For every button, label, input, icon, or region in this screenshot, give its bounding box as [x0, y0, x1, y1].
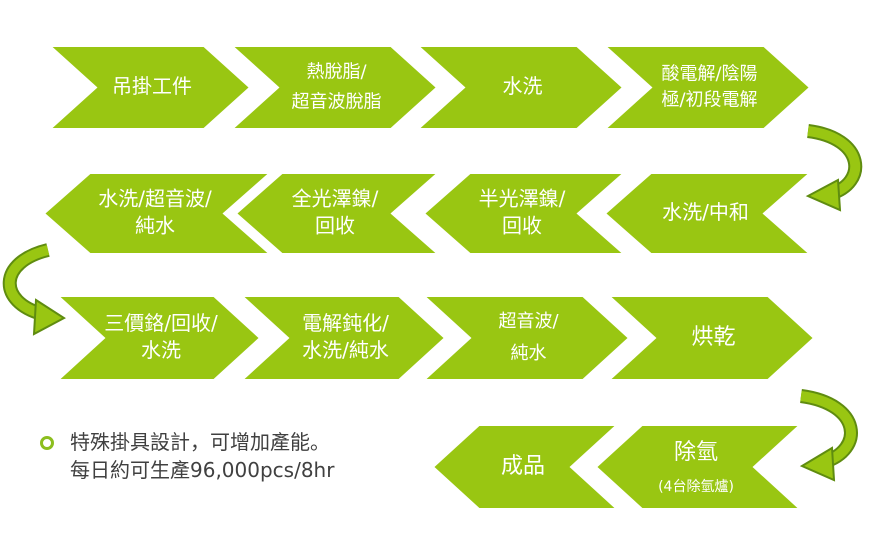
step-label-line: 超音波脫脂 — [292, 92, 382, 113]
step-label-line: 成品 — [501, 454, 545, 479]
chevron-arrow — [415, 45, 625, 130]
capacity-note-text: 特殊掛具設計，可增加產能。 每日約可生產96,000pcs/8hr — [70, 428, 334, 484]
step-label-line: 半光澤鎳/ — [479, 187, 566, 211]
step-label-line: 水洗 — [503, 74, 543, 98]
chevron-arrow — [229, 45, 439, 130]
process-step-8: 水洗/超音波/純水 — [42, 172, 273, 255]
chevron-arrow — [602, 45, 812, 130]
connector-arrow-left — [2, 243, 66, 336]
process-step-1: 吊掛工件 — [47, 45, 252, 130]
chevron-arrow — [234, 172, 441, 255]
step-label-line: 水洗 — [141, 338, 181, 362]
process-step-12: 烘乾 — [606, 295, 816, 381]
step-label-line: 水洗/中和 — [662, 200, 749, 224]
chevron-arrow — [47, 45, 252, 130]
step-label-line: 純水 — [511, 343, 547, 364]
step-label-line: 熱脫脂/ — [306, 62, 367, 83]
chevron-arrow — [606, 295, 816, 381]
chevron-arrow — [239, 295, 447, 381]
step-label-line: 水洗/純水 — [302, 338, 389, 362]
step-label-line: (4台除氫爐) — [658, 479, 734, 495]
process-step-2: 熱脫脂/超音波脫脂 — [229, 45, 439, 130]
process-step-14: 成品 — [431, 424, 620, 510]
step-label-line: 純水 — [135, 214, 175, 238]
capacity-note-line-1: 特殊掛具設計，可增加產能。 — [70, 430, 330, 454]
process-step-9: 三價鉻/回收/水洗 — [55, 295, 262, 381]
step-label-line: 回收 — [502, 214, 542, 238]
step-label-line: 全光澤鎳/ — [292, 187, 379, 211]
chevron-arrow — [603, 172, 813, 255]
step-label-line: 超音波/ — [498, 311, 559, 332]
chevron-arrow — [594, 424, 803, 510]
bullet-icon — [40, 436, 54, 450]
step-label-line: 烘乾 — [691, 325, 735, 350]
step-label-line: 電解鈍化/ — [302, 311, 389, 335]
chevron-arrow — [431, 424, 620, 510]
step-label-line: 回收 — [315, 214, 355, 238]
step-label-line: 極/初段電解 — [661, 90, 757, 111]
connector-arrow-right-2 — [799, 389, 858, 482]
process-step-10: 電解鈍化/水洗/純水 — [239, 295, 447, 381]
step-label-line: 三價鉻/回收/ — [104, 311, 218, 335]
process-step-11: 超音波/純水 — [421, 295, 631, 381]
chevron-arrow — [55, 295, 262, 381]
step-label-line: 吊掛工件 — [112, 74, 192, 98]
process-step-5: 水洗/中和 — [603, 172, 813, 255]
process-step-4: 酸電解/陰陽極/初段電解 — [602, 45, 812, 130]
process-step-3: 水洗 — [415, 45, 625, 130]
chevron-arrow — [422, 172, 627, 255]
capacity-note-line-2: 每日約可生產96,000pcs/8hr — [70, 458, 335, 482]
step-label-line: 水洗/超音波/ — [98, 187, 212, 211]
connector-arrow-right-1 — [805, 124, 863, 212]
process-step-7: 全光澤鎳/回收 — [234, 172, 441, 255]
process-step-6: 半光澤鎳/回收 — [422, 172, 627, 255]
chevron-arrow — [42, 172, 273, 255]
process-step-13: 除氫 (4台除氫爐) — [594, 424, 803, 510]
step-label-line: 酸電解/陰陽 — [661, 64, 757, 85]
chevron-arrow — [421, 295, 631, 381]
step-label-line: 除氫 — [674, 440, 718, 465]
